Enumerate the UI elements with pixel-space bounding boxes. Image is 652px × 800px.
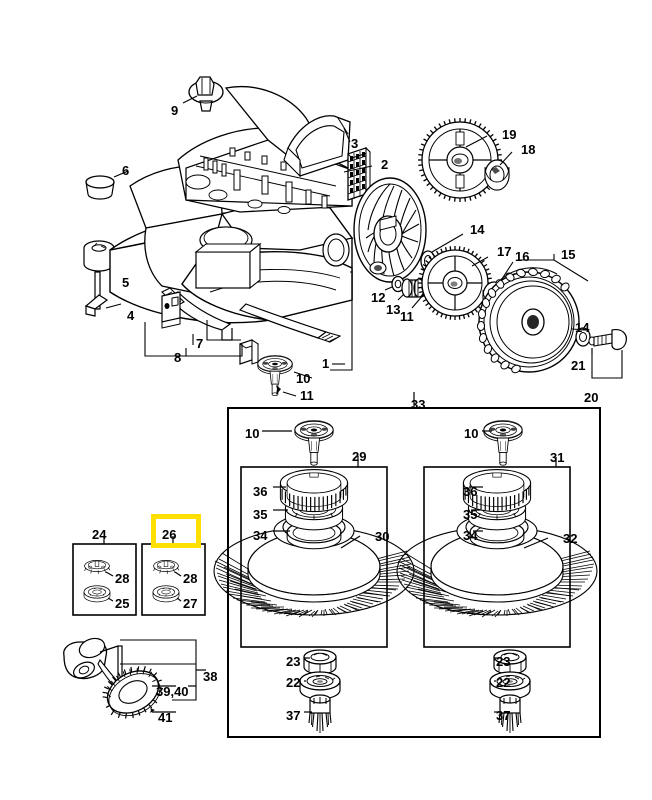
callout-22: 22 — [496, 675, 511, 690]
callout-6: 6 — [122, 163, 130, 178]
part-8-brackets — [144, 291, 260, 365]
callout-37: 37 — [496, 708, 511, 723]
part-37-screw-right — [494, 694, 522, 734]
callout-18: 18 — [521, 142, 536, 157]
callout-33: 33 — [411, 397, 426, 412]
callout-3: 3 — [351, 136, 359, 151]
callout-35: 35 — [463, 507, 478, 522]
part-10-spindle-right — [482, 419, 523, 466]
part-25-base-left — [83, 585, 114, 603]
part-27-base-right — [152, 585, 182, 603]
callout-10: 10 — [464, 426, 479, 441]
part-18-collar — [484, 151, 513, 191]
part-37-screw-left — [304, 694, 332, 734]
part-21-20-pin-knob — [588, 329, 627, 379]
callout-28: 28 — [115, 571, 130, 586]
part-22-washer-left — [299, 671, 341, 700]
brush-assembly-right — [396, 468, 598, 618]
callout-34: 34 — [463, 528, 478, 543]
callout-41: 41 — [158, 710, 173, 725]
callout-14: 14 — [470, 222, 485, 237]
highlight-box-26[interactable] — [151, 514, 201, 548]
callout-26: 26 — [162, 527, 177, 542]
callout-9: 9 — [171, 103, 179, 118]
part-28-cap-left — [84, 560, 114, 577]
callout-31: 31 — [550, 450, 565, 465]
part-6-cap — [85, 170, 129, 200]
callout-14: 14 — [575, 320, 590, 335]
part-22-washer-right — [489, 671, 531, 700]
callout-11: 11 — [400, 309, 414, 324]
callout-28: 28 — [183, 571, 198, 586]
callout-8: 8 — [174, 350, 182, 365]
part-impeller-fan — [353, 177, 427, 283]
callout-39-40: 39,40 — [156, 684, 189, 699]
callout-37: 37 — [286, 708, 301, 723]
part-14-washer-b — [571, 327, 591, 347]
part-5-bushing — [83, 240, 120, 272]
callout-27: 27 — [183, 596, 198, 611]
part-28-cap-right — [153, 560, 182, 577]
part-10-spindle-upper — [257, 354, 313, 397]
callout-5: 5 — [122, 275, 130, 290]
part-17-gear — [418, 246, 492, 320]
callout-17: 17 — [497, 244, 512, 259]
callout-36: 36 — [463, 484, 478, 499]
brush-assembly-left — [213, 468, 415, 618]
callout-15: 15 — [561, 247, 576, 262]
callout-19: 19 — [502, 127, 517, 142]
callout-38: 38 — [203, 669, 218, 684]
callout-25: 25 — [115, 596, 130, 611]
callout-7: 7 — [196, 336, 204, 351]
callout-13: 13 — [386, 302, 401, 317]
callout-12: 12 — [371, 290, 386, 305]
part-23-nut-right — [493, 649, 527, 675]
callout-21: 21 — [571, 358, 586, 373]
callout-1: 1 — [322, 356, 330, 371]
callout-36: 36 — [253, 484, 268, 499]
part-4-stake — [84, 271, 122, 317]
callout-20: 20 — [584, 390, 599, 405]
part-19-gear — [418, 118, 502, 202]
callout-24: 24 — [92, 527, 107, 542]
part-38-handle-group — [63, 637, 206, 719]
detail-box-26 — [141, 543, 206, 616]
part-23-nut-left — [303, 649, 337, 675]
callout-23: 23 — [496, 654, 511, 669]
detail-box-24 — [72, 543, 137, 616]
callout-22: 22 — [286, 675, 301, 690]
part-10-spindle-left — [262, 419, 334, 466]
callout-4: 4 — [127, 308, 135, 323]
callout-32: 32 — [563, 531, 578, 546]
part-15-wheel — [476, 267, 580, 374]
callout-2: 2 — [381, 157, 389, 172]
part-11-pin-lower — [276, 385, 297, 397]
callout-35: 35 — [253, 507, 268, 522]
callout-34: 34 — [253, 528, 268, 543]
callout-11: 11 — [300, 388, 314, 403]
part-12-washer — [384, 275, 405, 293]
callout-10: 10 — [296, 371, 311, 386]
part-9-knob — [182, 76, 224, 112]
callout-29: 29 — [352, 449, 367, 464]
callout-23: 23 — [286, 654, 301, 669]
callout-30: 30 — [375, 529, 390, 544]
callout-16: 16 — [515, 249, 530, 264]
part-3-chute-cover — [283, 115, 351, 178]
callout-10: 10 — [245, 426, 260, 441]
part-2-filter-grille — [343, 146, 373, 201]
